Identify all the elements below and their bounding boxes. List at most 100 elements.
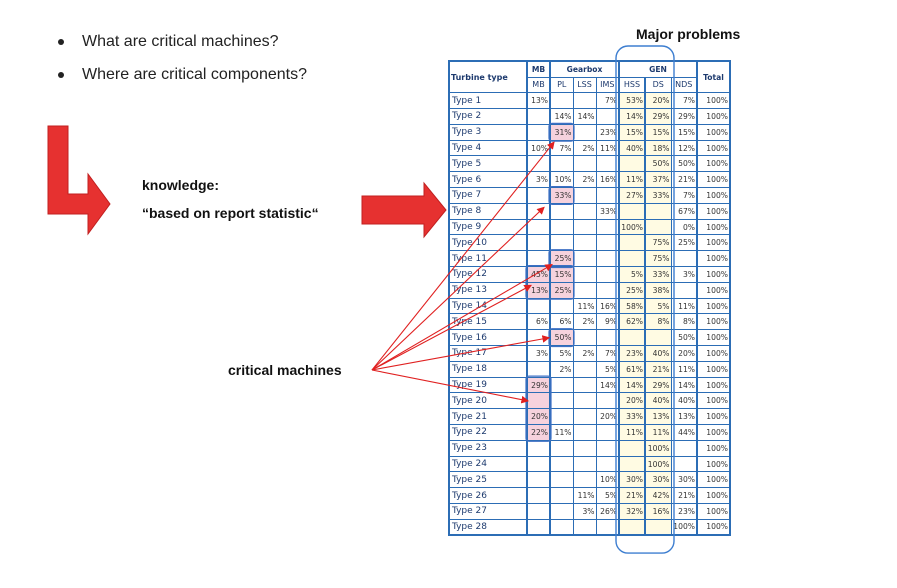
value-cell-hss (618, 518, 646, 536)
value-cell-nds (670, 439, 698, 457)
value-cell-nds: 21% (670, 487, 698, 505)
value-cell-ds: 16% (644, 503, 672, 520)
value-cell-mb: 13% (526, 92, 551, 110)
value-cell-hss (618, 455, 646, 473)
value-cell-ims (595, 250, 620, 268)
value-cell-mb (526, 439, 551, 457)
value-cell-hss: 30% (618, 471, 646, 489)
value-cell-hss: 11% (618, 171, 646, 189)
value-cell-nds: 7% (670, 92, 698, 110)
value-cell-ds: 15% (644, 123, 672, 141)
value-cell-ds: 18% (644, 139, 672, 157)
turbine-type-cell: Type 4 (448, 139, 528, 157)
value-cell-ds: 42% (644, 487, 672, 505)
value-cell-hss (618, 439, 646, 457)
value-cell-hss: 27% (618, 187, 646, 204)
value-cell-hss (618, 250, 646, 268)
value-cell-ims: 5% (595, 360, 620, 378)
turbine-type-cell: Type 25 (448, 471, 528, 489)
value-cell-ds (644, 202, 672, 220)
value-cell-ims (595, 392, 620, 410)
value-cell-nds: 25% (670, 234, 698, 252)
value-cell-lss (572, 123, 597, 141)
value-cell-mb (526, 234, 551, 252)
value-cell-ds (644, 329, 672, 347)
value-cell-ims: 5% (595, 487, 620, 505)
value-cell-lss (572, 92, 597, 110)
total-cell: 100% (696, 360, 731, 378)
turbine-type-cell: Type 19 (448, 376, 528, 394)
value-cell-hss: 11% (618, 424, 646, 441)
value-cell-ds: 5% (644, 297, 672, 315)
value-cell-ims: 20% (595, 408, 620, 426)
value-cell-mb (526, 471, 551, 489)
total-cell: 100% (696, 123, 731, 141)
value-cell-lss (572, 360, 597, 378)
total-cell: 100% (696, 455, 731, 473)
turbine-type-cell: Type 21 (448, 408, 528, 426)
value-cell-nds: 12% (670, 139, 698, 157)
turbine-type-cell: Type 20 (448, 392, 528, 410)
value-cell-ims: 7% (595, 345, 620, 362)
value-cell-mb (526, 202, 551, 220)
value-cell-nds: 11% (670, 297, 698, 315)
turbine-type-cell: Type 16 (448, 329, 528, 347)
value-cell-mb (526, 297, 551, 315)
value-cell-hss (618, 202, 646, 220)
value-cell-lss: 2% (572, 313, 597, 331)
group-header-mb: MB (526, 60, 551, 78)
turbine-type-cell: Type 28 (448, 518, 528, 536)
value-cell-pl (549, 471, 574, 489)
value-cell-hss: 23% (618, 345, 646, 362)
value-cell-pl: 7% (549, 139, 574, 157)
total-cell: 100% (696, 234, 731, 252)
value-cell-nds: 8% (670, 313, 698, 331)
value-cell-ims: 16% (595, 297, 620, 315)
value-cell-pl: 15% (549, 266, 574, 283)
value-cell-pl: 6% (549, 313, 574, 331)
col-header-lss: LSS (572, 76, 597, 94)
value-cell-hss: 20% (618, 392, 646, 410)
turbine-type-cell: Type 27 (448, 503, 528, 520)
value-cell-hss: 5% (618, 266, 646, 283)
value-cell-ims: 9% (595, 313, 620, 331)
value-cell-mb: 45% (526, 266, 551, 283)
value-cell-ds: 50% (644, 155, 672, 173)
value-cell-pl (549, 234, 574, 252)
value-cell-hss: 33% (618, 408, 646, 426)
value-cell-mb: 22% (526, 424, 551, 441)
value-cell-ds: 29% (644, 376, 672, 394)
value-cell-nds: 3% (670, 266, 698, 283)
value-cell-nds: 50% (670, 155, 698, 173)
value-cell-nds: 50% (670, 329, 698, 347)
value-cell-pl (549, 439, 574, 457)
value-cell-nds (670, 250, 698, 268)
knowledge-source-label: “based on report statistic“ (142, 205, 319, 221)
value-cell-ds: 8% (644, 313, 672, 331)
value-cell-ims (595, 439, 620, 457)
total-cell: 100% (696, 155, 731, 173)
value-cell-ims: 16% (595, 171, 620, 189)
value-cell-mb (526, 123, 551, 141)
total-cell: 100% (696, 202, 731, 220)
value-cell-ds: 21% (644, 360, 672, 378)
turbine-type-cell: Type 6 (448, 171, 528, 189)
value-cell-mb: 3% (526, 345, 551, 362)
value-cell-ims (595, 187, 620, 204)
value-cell-nds: 23% (670, 503, 698, 520)
value-cell-lss: 3% (572, 503, 597, 520)
bullet-list: What are critical machines? Where are cr… (58, 32, 307, 98)
col-header-pl: PL (549, 76, 574, 94)
value-cell-pl: 50% (549, 329, 574, 347)
total-cell: 100% (696, 439, 731, 457)
value-cell-ims: 33% (595, 202, 620, 220)
value-cell-mb: 20% (526, 408, 551, 426)
value-cell-pl: 14% (549, 108, 574, 125)
